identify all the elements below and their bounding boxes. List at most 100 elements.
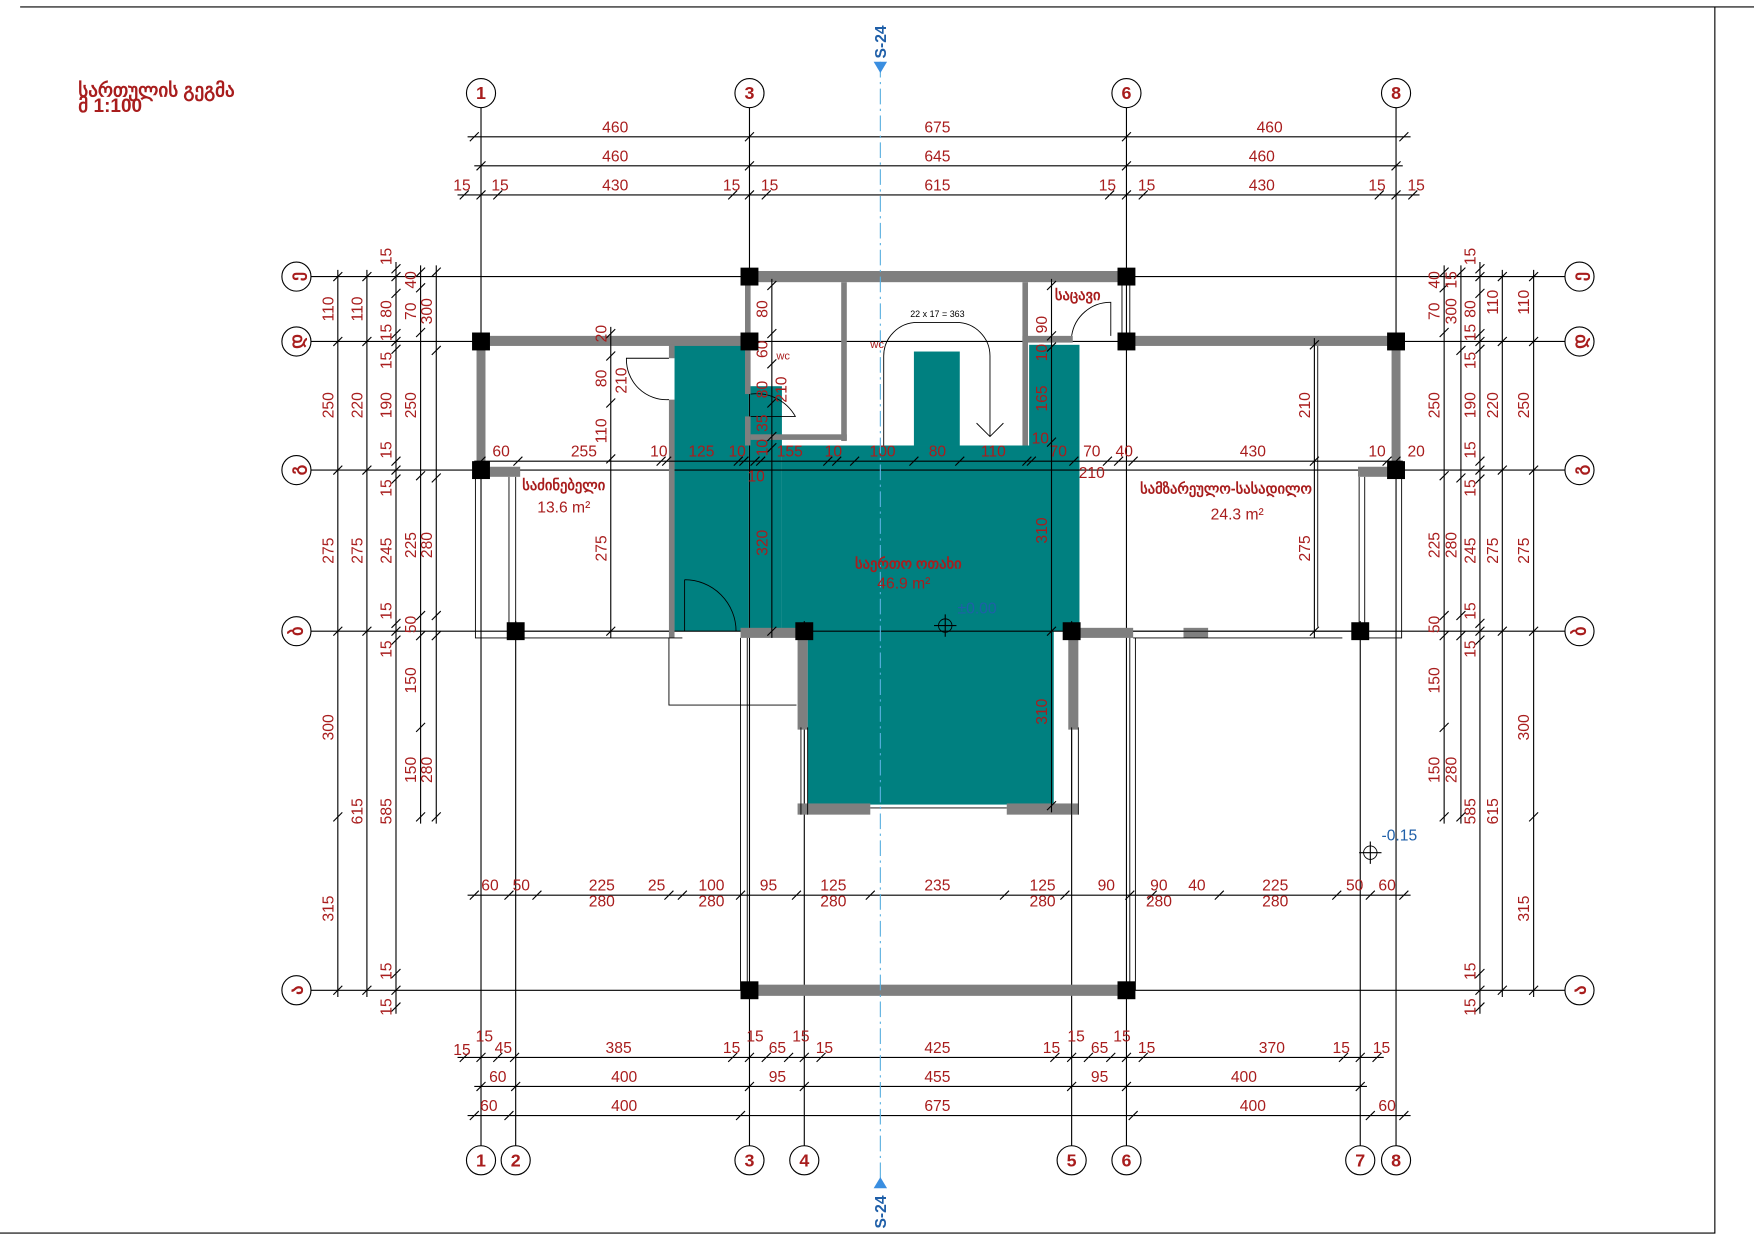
dimension-label: 385 <box>606 1040 632 1057</box>
dimension-label: 15 <box>746 1029 764 1046</box>
dimension-tick <box>1372 1052 1382 1063</box>
dimension-label: 25 <box>648 878 666 895</box>
dimension-tick <box>1026 456 1037 467</box>
grid-bubble <box>281 616 312 647</box>
level-main: ±0.00 <box>958 600 997 617</box>
dimension-tick <box>1083 1052 1094 1063</box>
window-living-extension <box>800 727 1079 815</box>
dimension-label: 310 <box>1034 698 1051 724</box>
dimension-label: 190 <box>379 392 396 418</box>
dimension-tick <box>391 618 401 629</box>
dimension-label: 50 <box>513 878 531 895</box>
grid-bubble <box>465 1145 497 1176</box>
dimension-label: 90 <box>1150 878 1168 895</box>
dimension-tick <box>1497 271 1508 282</box>
dimension-tick <box>1439 267 1450 277</box>
dimension-label: 280 <box>820 893 846 910</box>
dimension-tick <box>431 473 442 483</box>
dimension-tick <box>1049 1052 1060 1063</box>
dimension-label: 15 <box>1462 479 1479 497</box>
dimension-tick <box>1456 630 1466 641</box>
dimension-tick <box>391 328 401 339</box>
dimension-label: 280 <box>698 893 724 910</box>
dimension-tick <box>509 1052 520 1063</box>
dimension-label: 150 <box>1427 667 1444 693</box>
dimension-tick <box>1475 626 1485 637</box>
dimension-tick <box>1475 328 1485 339</box>
dimension-tick <box>459 1052 470 1063</box>
dimension-tick <box>1475 1002 1485 1012</box>
dimension-tick <box>1497 336 1508 347</box>
dimension-label: 430 <box>1240 444 1266 461</box>
dimension-label: 15 <box>723 177 741 194</box>
room-area-living: 46.9 m² <box>877 576 930 593</box>
wall <box>1358 466 1397 477</box>
grid-bubble <box>1564 455 1595 486</box>
dimension-label: 40 <box>1116 444 1134 461</box>
wall <box>1022 282 1029 446</box>
dimension-tick <box>1475 336 1485 347</box>
dimension-label: 235 <box>924 878 950 895</box>
dimension-label: 15 <box>1138 1040 1156 1057</box>
dimension-tick <box>1456 473 1466 483</box>
dimension-tick <box>391 336 401 347</box>
wall <box>1068 631 1079 730</box>
dimension-label: 40 <box>1188 878 1206 895</box>
dimension-label: 245 <box>1462 537 1479 563</box>
column <box>795 622 814 641</box>
dimension-label: 210 <box>773 376 790 402</box>
column <box>1117 267 1136 286</box>
dimension-tick <box>799 1052 810 1063</box>
grid-bubble <box>1111 78 1142 109</box>
wall <box>749 984 1127 996</box>
dimension-label: 15 <box>379 441 396 459</box>
dimension-tick <box>661 456 672 467</box>
grid-bubble-label: 8 <box>1391 1150 1401 1170</box>
structural-columns <box>472 267 1405 1000</box>
dimension-label: 315 <box>320 895 337 921</box>
dimension-tick <box>504 890 514 901</box>
grid-bubble <box>1345 1145 1376 1176</box>
dimension-label: 15 <box>1462 324 1479 342</box>
dimension-tick <box>1365 1110 1376 1121</box>
wc-label: wc <box>775 350 790 362</box>
dimension-tick <box>1475 456 1485 467</box>
dimension-label: 15 <box>491 177 509 194</box>
dimension-tick <box>1475 271 1485 282</box>
dimension-tick <box>362 336 372 347</box>
column <box>472 332 490 351</box>
wall <box>668 399 675 638</box>
grid-bubble <box>1564 261 1595 292</box>
dimension-tick <box>476 1081 486 1092</box>
grid-bubble-label: 4 <box>799 1150 809 1170</box>
dimension-label: 70 <box>1050 444 1068 461</box>
grid-bubble <box>281 326 312 357</box>
dimension-tick <box>735 1110 746 1121</box>
dimension-label: 275 <box>349 537 366 563</box>
grid-bubble <box>281 975 312 1006</box>
dimension-label: 220 <box>349 392 366 418</box>
dimension-tick <box>391 344 401 355</box>
dimension-tick <box>605 351 616 361</box>
grid-bubble <box>1111 1145 1142 1176</box>
dimension-label: 10 <box>728 444 746 461</box>
dimension-tick <box>744 1081 755 1092</box>
terrace-edge <box>740 637 1136 991</box>
wall <box>745 416 751 446</box>
dimension-tick <box>391 1002 401 1012</box>
dimension-tick <box>1528 626 1539 637</box>
dimension-label: 80 <box>929 444 947 461</box>
grid-bubble-label: დ <box>1569 334 1590 349</box>
dimension-tick <box>492 190 503 200</box>
dimension-label: 100 <box>698 878 724 895</box>
room-name-bedroom: საძინებელი <box>522 477 605 494</box>
dimension-tick <box>391 985 401 996</box>
dimension-label: 400 <box>611 1069 637 1086</box>
dimension-label: 60 <box>481 878 499 895</box>
section-arrow-bottom-icon <box>873 1177 888 1189</box>
dimension-label: 15 <box>379 602 396 620</box>
dimension-tick <box>1475 288 1485 299</box>
level-marker-icon <box>934 614 957 637</box>
dimension-label: 15 <box>792 1029 810 1046</box>
dimension-tick <box>1528 812 1539 822</box>
